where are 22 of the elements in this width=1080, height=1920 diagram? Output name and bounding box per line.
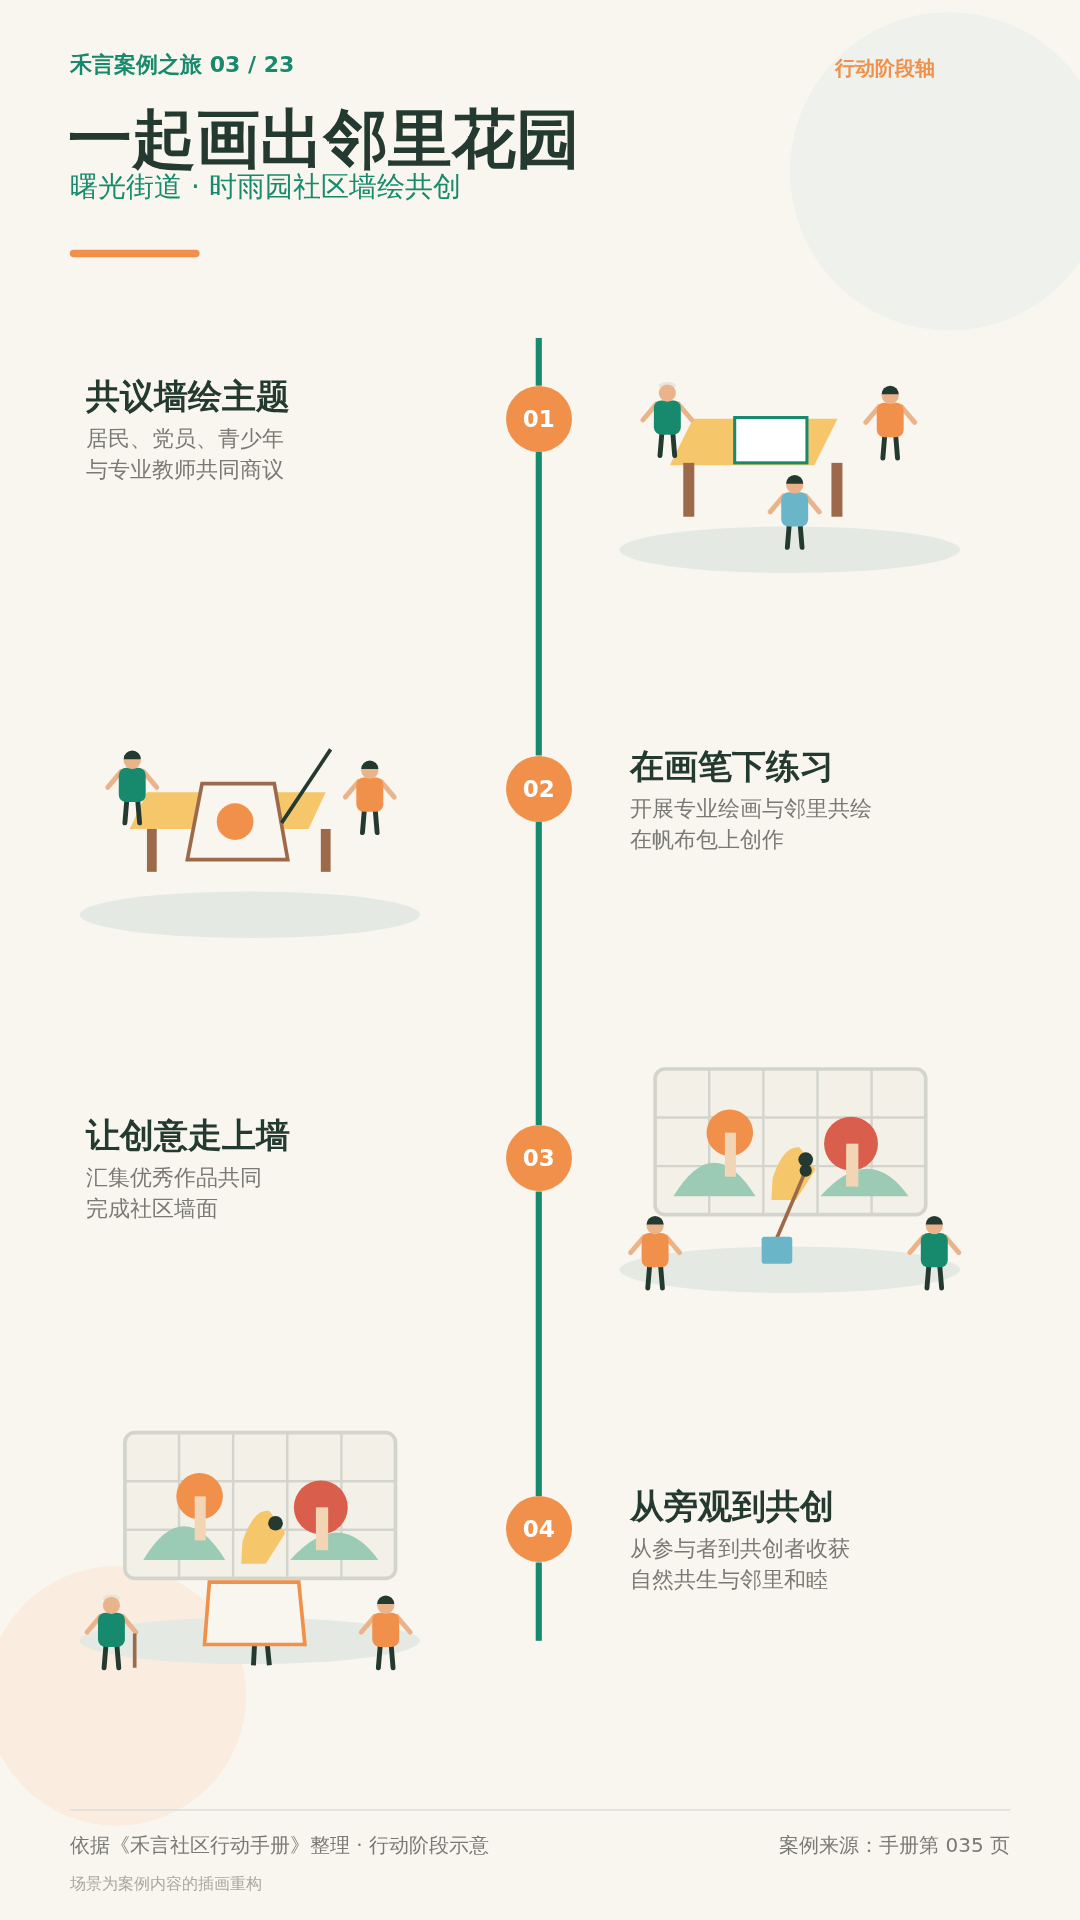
step-number: 04 — [521, 1515, 556, 1545]
step-heading: 在画笔下练习 — [629, 745, 834, 786]
step-description: 居民、党员、青少年与专业教师共同商议 — [85, 424, 285, 484]
step-number: 01 — [521, 404, 556, 434]
step-number: 02 — [521, 774, 556, 804]
step-heading: 从旁观到共创 — [629, 1486, 834, 1527]
timeline-line — [535, 821, 542, 1126]
step-description: 汇集优秀作品共同完成社区墙面 — [85, 1164, 263, 1224]
series-label: 禾言案例之旅 03 / 23 — [70, 51, 295, 79]
timeline-line — [535, 337, 542, 386]
step-heading: 共议墙绘主题 — [85, 375, 290, 416]
step-description: 从参与者到共创者收获自然共生与邻里和睦 — [629, 1535, 851, 1595]
step-number: 03 — [521, 1144, 556, 1174]
timeline-line — [535, 1191, 542, 1497]
section-tag: 行动阶段轴 — [835, 55, 935, 82]
step-description: 开展专业绘画与邻里共绘在帆布包上创作 — [629, 794, 873, 854]
step-heading: 让创意走上墙 — [85, 1115, 290, 1156]
timeline-line — [535, 451, 542, 756]
source-note: 依据《禾言社区行动手册》整理 · 行动阶段示意 — [70, 1832, 490, 1859]
illustration-note: 场景为案例内容的插画重构 — [70, 1874, 262, 1895]
timeline-line — [535, 1562, 542, 1641]
page-reference: 案例来源：手册第 035 页 — [779, 1832, 1010, 1859]
